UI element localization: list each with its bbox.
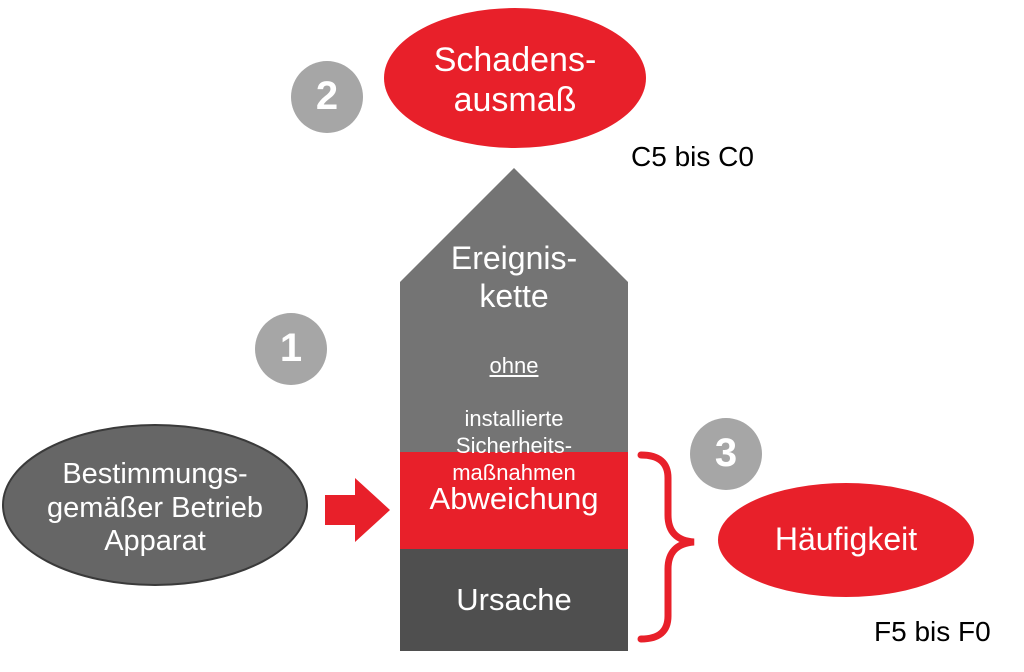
step-1-number: 1 [279,326,303,370]
deviation-block [400,452,628,549]
damage-ellipse [384,8,646,148]
step-2-number: 2 [315,74,339,118]
damage-range: C5 bis C0 [631,141,754,172]
damage-label: Schadens- ausmaß [433,41,597,120]
arrow-right-icon [325,478,390,542]
cause-block [400,549,628,651]
step-3-circle [690,418,762,490]
step-1-circle [255,313,327,385]
deviation-label: Abweichung [429,481,599,516]
step-2-circle [291,61,363,133]
brace-icon [637,451,695,643]
event-chain-title: Ereignis- kette [450,240,578,314]
intended-operation-ellipse [2,424,308,586]
frequency-range: F5 bis F0 [874,616,991,647]
intended-operation-label: Bestimmungs- gemäßer Betrieb Apparat [47,458,263,558]
frequency-ellipse [718,483,974,597]
event-chain-detail: ohne installierte Sicherheits- maßnahmen [400,326,628,487]
cause-label: Ursache [456,582,572,617]
event-chain-block [400,168,628,452]
step-3-number: 3 [714,431,738,475]
event-chain-qualifier: ohne [489,352,539,378]
event-chain-detail-text: installierte Sicherheits- maßnahmen [452,406,576,486]
frequency-label: Häufigkeit [774,521,918,557]
